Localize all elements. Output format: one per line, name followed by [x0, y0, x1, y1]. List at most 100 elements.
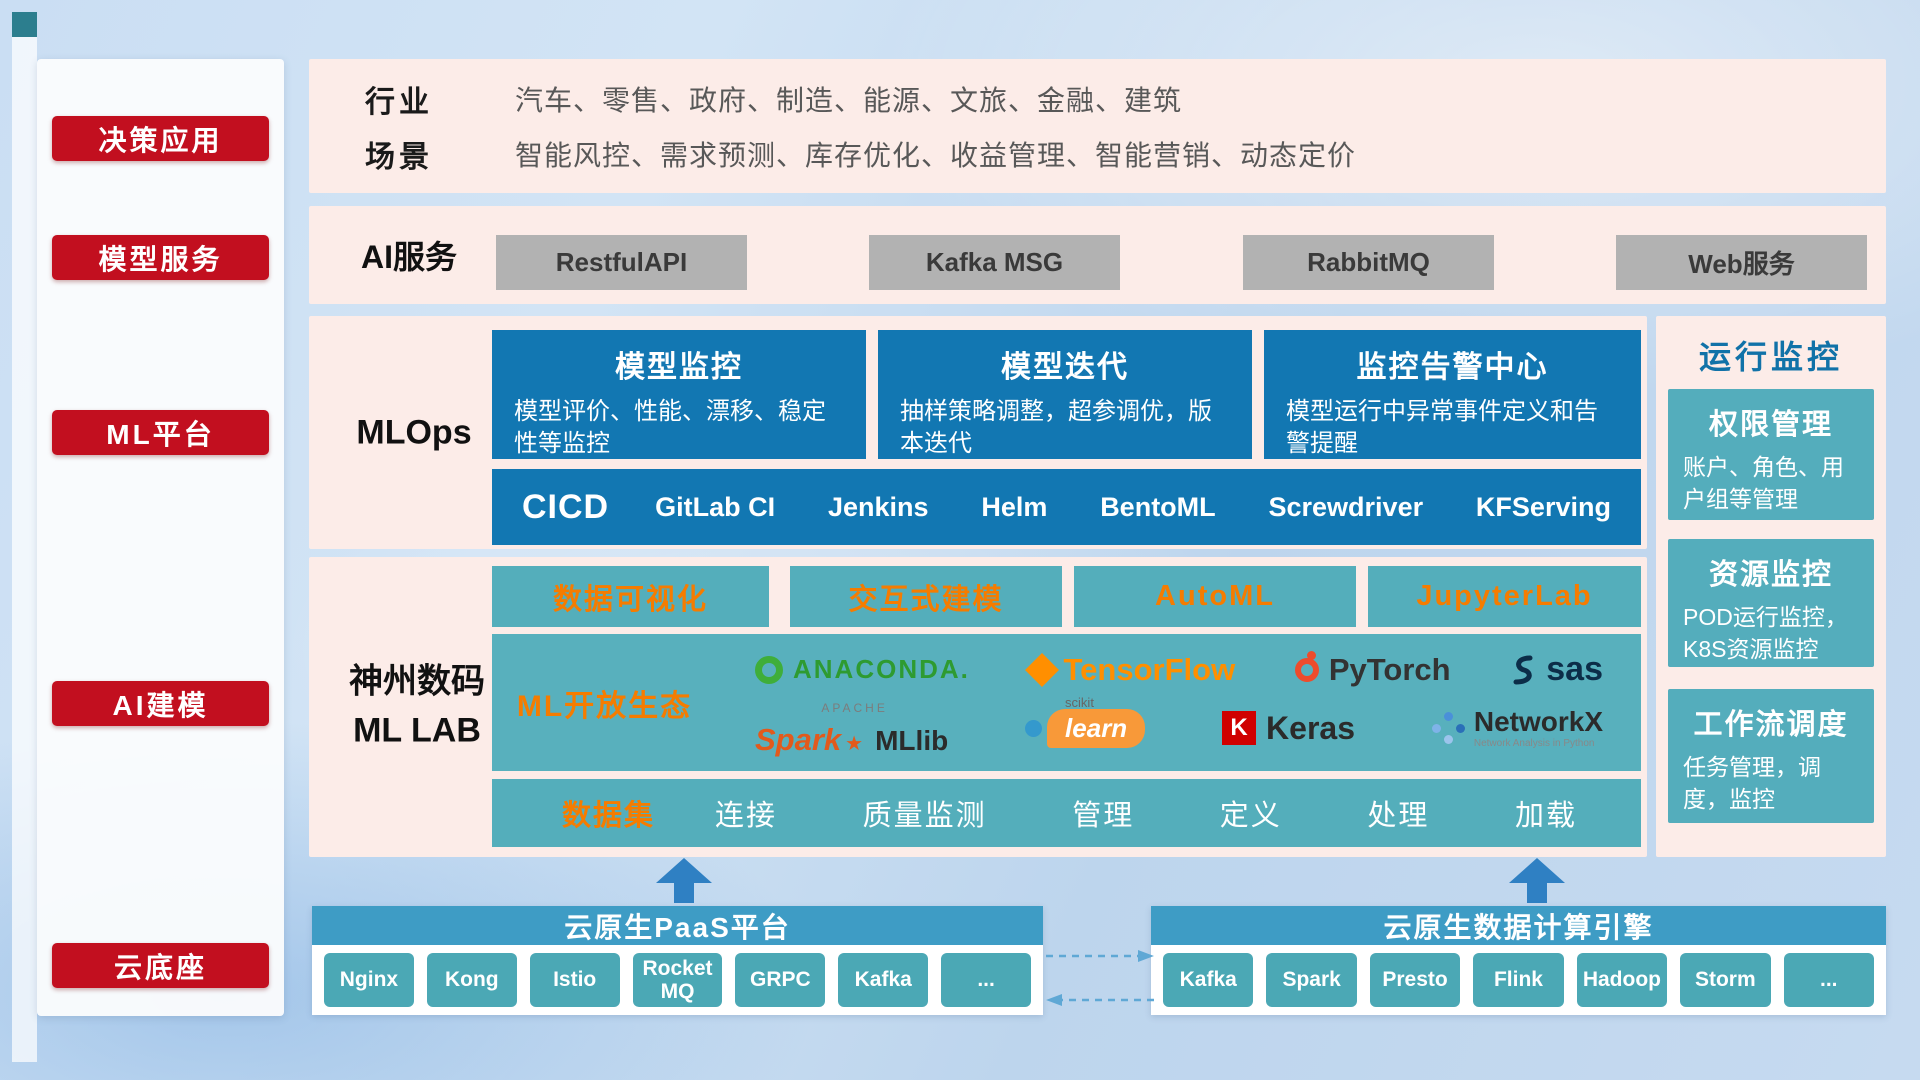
cicd-tool-gitlab-ci: GitLab CI: [655, 491, 776, 522]
spark-star-icon: ★: [845, 732, 864, 755]
pytorch-logo: PyTorch: [1294, 650, 1451, 688]
chip-rocketmq[interactable]: RocketMQ: [632, 953, 723, 1007]
chip-flink[interactable]: Flink: [1473, 953, 1564, 1007]
tensorflow-logo: TensorFlow: [1024, 651, 1236, 688]
tensorflow-logo-text: TensorFlow: [1063, 651, 1236, 687]
up-arrow-icon: [656, 858, 712, 904]
kafka-msg-button[interactable]: Kafka MSG: [869, 235, 1120, 290]
scikit-learn-logo-text: learn: [1047, 708, 1146, 748]
data-compute-engine-body: Kafka Spark Presto Flink Hadoop Storm ..…: [1151, 945, 1886, 1015]
model-monitoring-card: 模型监控 模型评价、性能、漂移、稳定性等监控: [492, 330, 866, 459]
spark-mllib-logo: APACHE Spark ★ MLlib: [755, 702, 948, 755]
ai-service-label: AI服务: [361, 239, 458, 275]
spark-logo-text: Spark: [755, 721, 842, 757]
automl-button[interactable]: AutoML: [1074, 566, 1356, 627]
model-monitoring-desc: 模型评价、性能、漂移、稳定性等监控: [514, 398, 826, 458]
pytorch-logo-text: PyTorch: [1328, 651, 1451, 687]
chip-nginx[interactable]: Nginx: [324, 953, 414, 1007]
chip-grpc[interactable]: GRPC: [735, 953, 826, 1007]
industry-row: 行业 汽车、零售、政府、制造、能源、文旅、金融、建筑: [365, 77, 1886, 121]
dashed-arrow-left-icon: [1046, 994, 1154, 1006]
permission-management-title: 权限管理: [1708, 409, 1833, 441]
paas-platform-title: 云原生PaaS平台: [312, 906, 1043, 945]
interactive-modeling-button[interactable]: 交互式建模: [790, 566, 1062, 627]
chip-more-engine[interactable]: ...: [1783, 953, 1874, 1007]
dataset-item-quality: 质量监测: [862, 800, 987, 832]
model-iteration-card: 模型迭代 抽样策略调整，超参调优，版本迭代: [878, 330, 1252, 459]
networkx-subtitle: Network Analysis in Python: [1473, 738, 1595, 750]
chip-more-paas[interactable]: ...: [941, 953, 1032, 1007]
chip-spark[interactable]: Spark: [1266, 953, 1357, 1007]
cicd-tool-jenkins: Jenkins: [827, 491, 929, 522]
mlops-panel: MLOps 模型监控 模型评价、性能、漂移、稳定性等监控 模型迭代 抽样策略调整…: [309, 316, 1647, 549]
dataset-item-define: 定义: [1219, 800, 1282, 832]
cicd-tool-bentoml: BentoML: [1100, 491, 1216, 522]
dataset-items: 连接 质量监测 管理 定义 处理 加载: [715, 792, 1577, 834]
networkx-logo-text: NetworkX: [1473, 706, 1603, 738]
workflow-scheduling-card: 工作流调度 任务管理，调度，监控: [1668, 689, 1874, 823]
resource-monitoring-title: 资源监控: [1708, 559, 1833, 591]
jupyterlab-button[interactable]: JupyterLab: [1368, 566, 1641, 627]
sas-logo-text: sas: [1546, 650, 1603, 689]
mllab-panel: 神州数码 ML LAB 数据可视化 交互式建模 AutoML JupyterLa…: [309, 557, 1647, 857]
mllib-logo-text: MLlib: [875, 724, 949, 756]
chip-hadoop[interactable]: Hadoop: [1576, 953, 1668, 1007]
web-service-button[interactable]: Web服务: [1616, 235, 1867, 290]
industry-label: 行业: [365, 85, 433, 119]
cicd-tool-kfserving: KFServing: [1475, 491, 1611, 522]
ai-service-panel: AI服务 RestfulAPI Kafka MSG RabbitMQ Web服务: [309, 206, 1886, 304]
dashed-flow-arrows: [1046, 950, 1154, 1006]
left-edge-strip: [12, 12, 37, 1062]
apache-label: APACHE: [821, 700, 888, 715]
sidebar-item-model-service[interactable]: 模型服务: [52, 235, 269, 280]
cicd-tools: GitLab CI Jenkins Helm BentoML Screwdriv…: [655, 492, 1611, 523]
dataset-item-load: 加载: [1514, 800, 1577, 832]
chip-kafka[interactable]: Kafka: [838, 953, 929, 1007]
industry-items: 汽车、零售、政府、制造、能源、文旅、金融、建筑: [515, 84, 1183, 116]
sidebar-item-ml-platform[interactable]: ML平台: [52, 410, 269, 455]
spark-row: Spark ★ MLlib: [755, 724, 948, 755]
sidebar-item-ai-modeling[interactable]: AI建模: [52, 681, 269, 726]
keras-icon: K: [1222, 711, 1257, 746]
mllab-label-line1: 神州数码: [349, 662, 485, 701]
restfulapi-button[interactable]: RestfulAPI: [496, 235, 747, 290]
run-monitoring-panel: 运行监控 权限管理 账户、角色、用户组等管理 资源监控 POD运行监控，K8S资…: [1656, 316, 1886, 857]
permission-management-desc: 账户、角色、用户组等管理: [1683, 454, 1844, 513]
keras-logo-text: Keras: [1266, 709, 1355, 746]
model-iteration-title: 模型迭代: [1001, 351, 1129, 384]
ml-ecosystem-logos: ANACONDA. TensorFlow PyTorch sa: [717, 634, 1641, 771]
scikit-learn-logo: scikit learn: [1025, 695, 1146, 748]
sidebar-item-cloud-base[interactable]: 云底座: [52, 943, 269, 988]
mllab-label: 神州数码 ML LAB: [337, 658, 497, 757]
run-monitoring-title: 运行监控: [1698, 339, 1843, 375]
chip-kafka-2[interactable]: Kafka: [1163, 953, 1254, 1007]
chip-storm[interactable]: Storm: [1680, 953, 1771, 1007]
sidebar: 决策应用 模型服务 ML平台 AI建模 云底座: [37, 59, 284, 1016]
paas-platform: 云原生PaaS平台 Nginx Kong Istio RocketMQ GRPC…: [312, 906, 1043, 1015]
resource-monitoring-card: 资源监控 POD运行监控，K8S资源监控: [1668, 539, 1874, 667]
alert-center-card: 监控告警中心 模型运行中异常事件定义和告警提醒: [1264, 330, 1641, 459]
scene-items: 智能风控、需求预测、库存优化、收益管理、智能营销、动态定价: [515, 139, 1357, 171]
keras-logo: K Keras: [1222, 710, 1355, 747]
chip-presto[interactable]: Presto: [1369, 953, 1461, 1007]
networkx-icon: [1432, 711, 1464, 745]
corner-mark: [12, 12, 37, 37]
rabbitmq-button[interactable]: RabbitMQ: [1243, 235, 1494, 290]
ml-ecosystem-label: ML开放生态: [516, 689, 693, 723]
data-visualization-button[interactable]: 数据可视化: [492, 566, 769, 627]
workflow-scheduling-title: 工作流调度: [1693, 709, 1849, 741]
networkx-logo: NetworkX Network Analysis in Python: [1432, 707, 1603, 749]
dataset-bar: 数据集 连接 质量监测 管理 定义 处理 加载: [492, 779, 1641, 847]
dashed-arrow-right-icon: [1046, 950, 1154, 962]
chip-kong[interactable]: Kong: [426, 953, 517, 1007]
scikit-dot-icon: [1025, 719, 1043, 737]
mllab-label-line2: ML LAB: [353, 712, 481, 750]
chip-istio[interactable]: Istio: [529, 953, 620, 1007]
permission-management-card: 权限管理 账户、角色、用户组等管理: [1668, 389, 1874, 520]
cicd-tool-helm: Helm: [981, 491, 1048, 522]
dataset-item-manage: 管理: [1072, 800, 1135, 832]
pytorch-icon: [1294, 650, 1319, 682]
sidebar-item-decision-apps[interactable]: 决策应用: [52, 116, 269, 161]
scene-label: 场景: [365, 140, 433, 174]
